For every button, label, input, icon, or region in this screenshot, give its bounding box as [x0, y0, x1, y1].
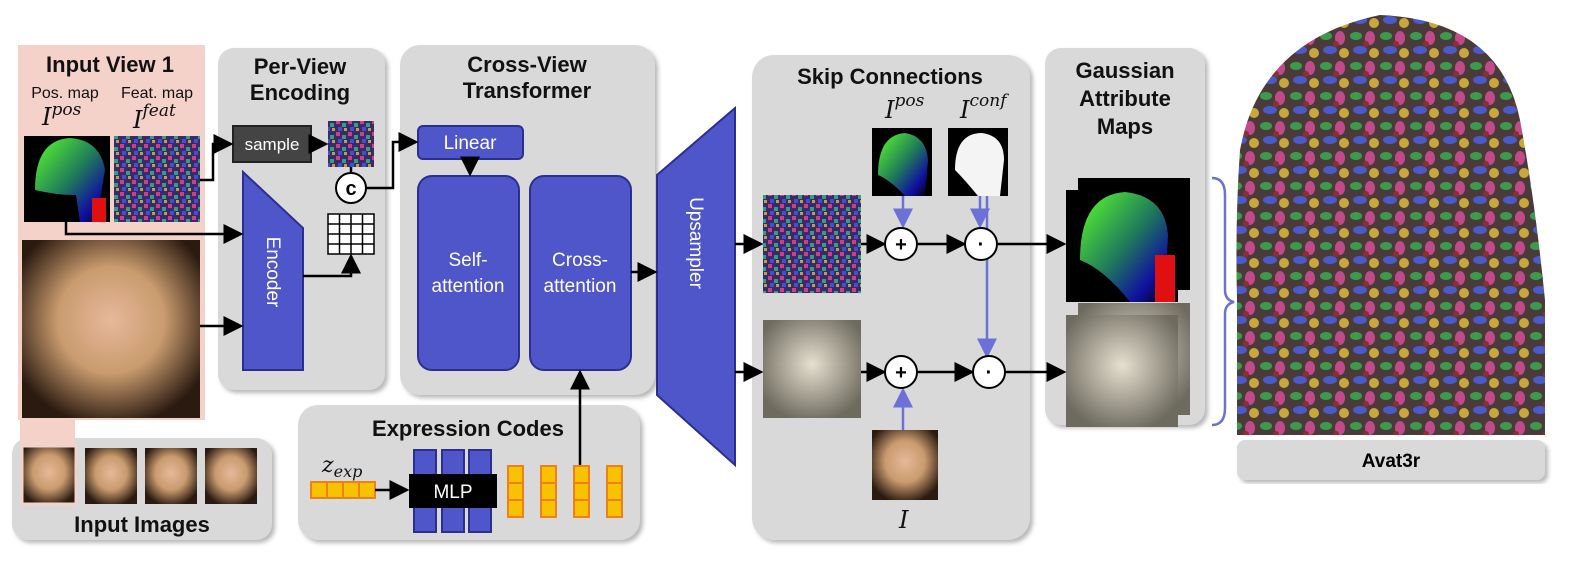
cross-view-title-2: Transformer — [463, 78, 592, 103]
gaussian-title-3: Maps — [1097, 114, 1153, 139]
gaussian-title-2: Attribute — [1079, 86, 1171, 111]
self-attention-label-1: Self- — [448, 250, 487, 271]
concat-label: c — [345, 178, 356, 200]
input-image-thumbnails — [85, 448, 257, 504]
pos-symbol: Ipos — [41, 100, 82, 131]
expression-codes-title: Expression Codes — [372, 416, 564, 441]
multiply-operator-label: · — [978, 234, 985, 256]
upsampled-color-features — [763, 320, 861, 418]
feat-map-label: Feat. map — [121, 85, 193, 102]
input-images-title: Input Images — [74, 512, 210, 537]
multiply-operator-label: · — [986, 362, 993, 384]
gaussian-color-map — [1066, 315, 1178, 427]
per-view-title-1: Per-View — [254, 54, 347, 79]
z-exp-symbol: zexp — [321, 453, 362, 481]
input-image-skip — [872, 430, 938, 500]
connection-arrows — [64, 132, 1067, 500]
avat3r-label-box — [1237, 440, 1545, 480]
cross-attention-block — [529, 175, 632, 371]
pos-map-label: Pos. map — [31, 85, 99, 102]
gaussian-title-1: Gaussian — [1075, 58, 1174, 83]
input-view-title: Input View 1 — [46, 52, 174, 77]
input-thumbnail — [205, 448, 257, 504]
avat3r-output-render — [1236, 15, 1545, 435]
skip-conf-symbol: Iconf — [959, 91, 1009, 124]
input-view-face-image — [22, 240, 200, 418]
feature-map-image — [114, 136, 200, 222]
per-view-title-2: Encoding — [250, 80, 350, 105]
mlp-label: MLP — [433, 482, 472, 503]
sampled-features-image — [328, 121, 374, 167]
skip-pos-symbol: Ipos — [884, 91, 925, 124]
avat3r-label: Avat3r — [1362, 451, 1421, 472]
self-attention-block — [417, 175, 520, 371]
brace-icon — [1211, 176, 1235, 427]
upsampler-label: Upsampler — [685, 197, 706, 290]
upsampler-block — [656, 105, 736, 468]
multiply-operator — [964, 227, 998, 261]
input-thumbnail — [145, 448, 197, 504]
feature-grid — [327, 213, 375, 255]
self-attention-label-2: attention — [432, 276, 505, 297]
feat-symbol: Ifeat — [132, 101, 176, 134]
upsampled-position-features — [763, 195, 861, 293]
skip-image-symbol: I — [898, 506, 909, 534]
z-exp-vector — [310, 481, 376, 499]
input-thumbnail — [85, 448, 137, 504]
add-operator — [884, 355, 918, 389]
multiply-operator — [972, 355, 1006, 389]
sample-block — [232, 125, 312, 163]
skip-connections-title: Skip Connections — [797, 64, 983, 89]
encoder-block — [242, 169, 304, 371]
cross-view-title-1: Cross-View — [467, 52, 587, 77]
mlp-block — [409, 474, 497, 508]
sample-label: sample — [245, 135, 300, 154]
add-operator — [884, 227, 918, 261]
add-operator-label: + — [895, 234, 907, 256]
encoder-label: Encoder — [262, 237, 283, 308]
cross-attention-label-1: Cross- — [552, 250, 608, 271]
cross-attention-label-2: attention — [544, 276, 617, 297]
expression-code-tokens — [507, 465, 623, 518]
input-thumbnail-selected — [20, 444, 78, 506]
add-operator-label: + — [895, 362, 907, 384]
linear-label: Linear — [444, 133, 497, 154]
